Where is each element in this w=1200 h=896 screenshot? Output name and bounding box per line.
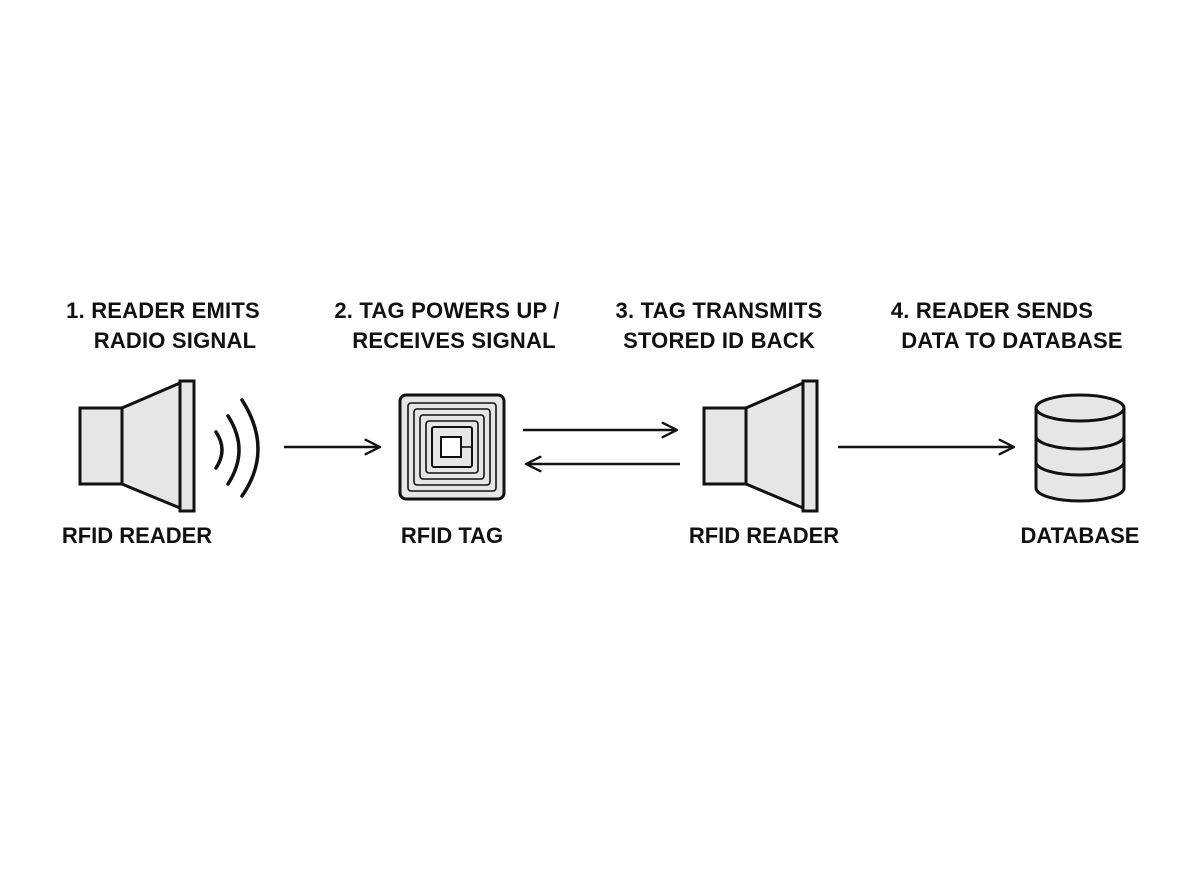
rfid-tag-icon xyxy=(398,393,506,501)
rfid-reader-icon xyxy=(702,379,819,513)
rfid-reader-icon xyxy=(78,379,196,513)
node-1-label: RFID READER xyxy=(61,523,213,548)
step-3-title: 3. TAG TRANSMITS STORED ID BACK xyxy=(589,296,849,356)
step-4-line-2: DATA TO DATABASE xyxy=(901,328,1123,353)
step-1-line-2: RADIO SIGNAL xyxy=(93,328,257,353)
node-4-label: DATABASE xyxy=(1020,523,1140,548)
step-1-line-1: 1. READER EMITS xyxy=(66,298,260,323)
radio-waves-icon xyxy=(214,398,260,498)
node-3-label: RFID READER xyxy=(688,523,840,548)
step-3-line-2: STORED ID BACK xyxy=(623,328,815,353)
step-2-line-1: 2. TAG POWERS UP / xyxy=(334,298,560,323)
step-2-line-2: RECEIVES SIGNAL xyxy=(352,328,556,353)
step-4-line-1: 4. READER SENDS xyxy=(890,298,1094,323)
node-2-label: RFID TAG xyxy=(400,523,504,548)
step-1-title: 1. READER EMITS RADIO SIGNAL xyxy=(33,296,293,356)
database-icon xyxy=(1034,393,1126,503)
step-3-line-1: 3. TAG TRANSMITS xyxy=(615,298,823,323)
step-2-title: 2. TAG POWERS UP / RECEIVES SIGNAL xyxy=(317,296,577,356)
step-4-title: 4. READER SENDS DATA TO DATABASE xyxy=(874,296,1134,356)
